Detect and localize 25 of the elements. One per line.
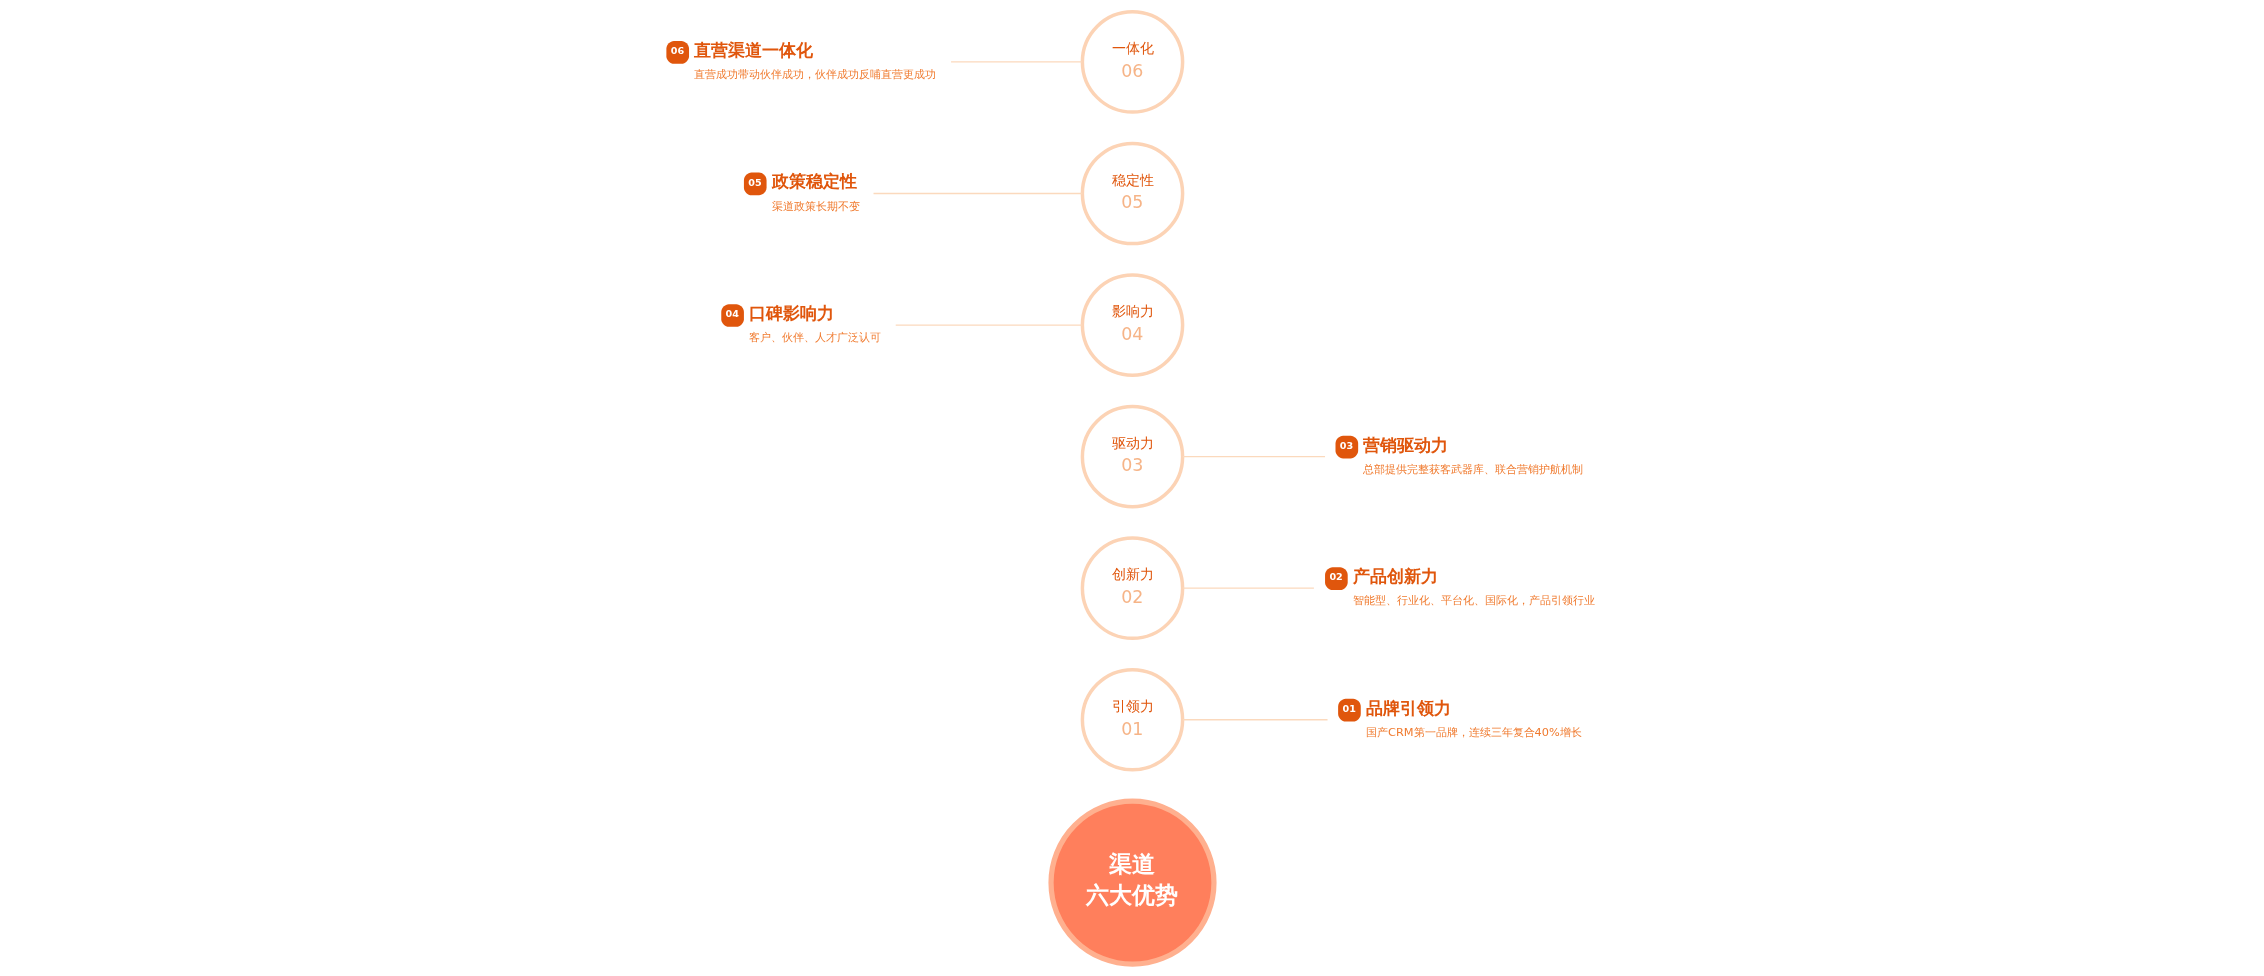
connector xyxy=(1181,719,1328,721)
connector xyxy=(872,192,1083,195)
node-label: 渠道政策长期不变 xyxy=(771,198,860,213)
node-label: 客户、伙伴、人才广泛认可 xyxy=(748,330,881,345)
node-label: 品牌引领力 xyxy=(1365,697,1451,718)
node-label: 口碑影响力 xyxy=(748,302,834,323)
node-circle: 一体化 06 xyxy=(1080,10,1184,114)
node-circle: 驱动力 03 xyxy=(1080,404,1184,509)
node-circle: 渠道 六大优势 xyxy=(1047,798,1217,967)
node-circle: 稳定性 05 xyxy=(1080,141,1184,246)
node-label: 产品创新力 xyxy=(1352,566,1438,587)
node-label: 智能型、行业化、平台化、国际化，产品引领行业 xyxy=(1352,593,1595,608)
connector xyxy=(1181,455,1326,458)
node-label: 营销驱动力 xyxy=(1362,434,1448,455)
node-label: 直营成功带动伙伴成功，伙伴成功反哺直营更成功 xyxy=(693,66,936,81)
node-label: 总部提供完整获客武器库、联合营销护航机制 xyxy=(1362,461,1583,476)
node-label: 政策稳定性 xyxy=(771,171,857,192)
node-label: 国产CRM第一品牌，连续三年复合40%增长 xyxy=(1365,724,1582,739)
node-label: 直营渠道一体化 xyxy=(693,39,813,60)
node-circle: 影响力 04 xyxy=(1080,273,1184,377)
connector xyxy=(949,61,1083,63)
node-circle: 引领力 01 xyxy=(1080,667,1184,772)
node-circle: 创新力 02 xyxy=(1080,536,1184,641)
connector xyxy=(894,324,1083,326)
connector xyxy=(1181,587,1315,589)
